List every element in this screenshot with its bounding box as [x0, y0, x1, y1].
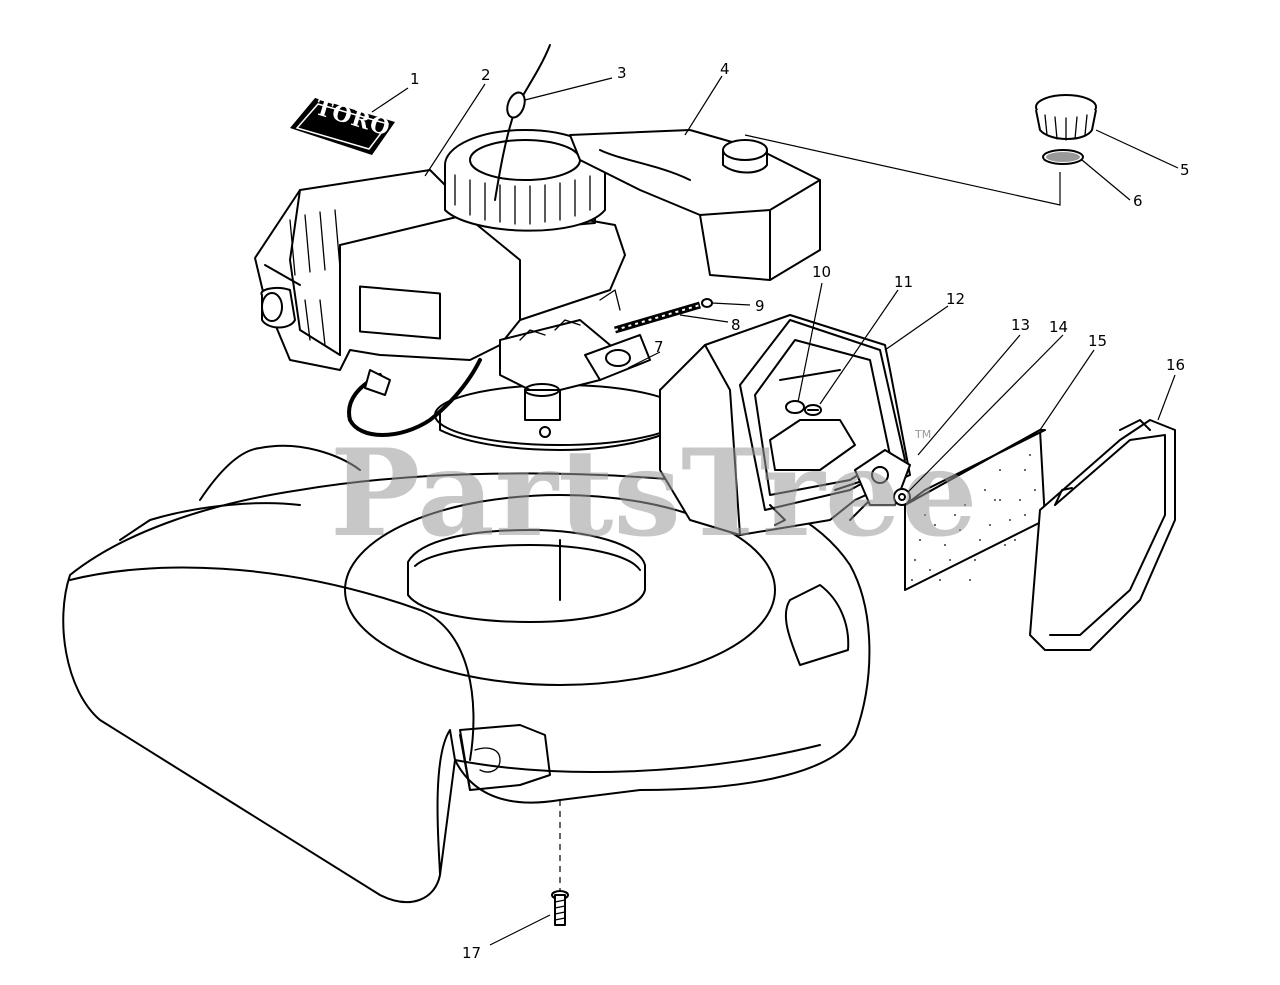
- air-cleaner-cover: [1029, 419, 1176, 651]
- callout-8: 8: [731, 316, 741, 334]
- engine: [254, 129, 626, 438]
- callout-7: 7: [654, 338, 664, 356]
- nut: [893, 488, 911, 506]
- leader-lines: [371, 75, 1179, 946]
- callout-17: 17: [462, 944, 481, 962]
- callout-4: 4: [720, 60, 730, 78]
- fuel-tank: [569, 129, 821, 281]
- fuel-cap-filter: [1042, 149, 1084, 165]
- callout-11: 11: [894, 273, 913, 291]
- watermark: PartsTree TM: [330, 423, 977, 564]
- fuel-line: [614, 301, 701, 334]
- air-cleaner-body: [659, 314, 911, 536]
- callout-10: 10: [812, 263, 831, 281]
- screw-10: [785, 400, 805, 414]
- callout-15: 15: [1088, 332, 1107, 350]
- screw-11: [804, 404, 822, 416]
- cooling-fins: [289, 209, 341, 346]
- carburetor: [499, 289, 621, 438]
- callout-9: 9: [755, 297, 765, 315]
- control-cable: [494, 44, 551, 201]
- toro-badge: TORO: [290, 94, 395, 155]
- callout-1: 1: [410, 70, 420, 88]
- callout-6: 6: [1133, 192, 1143, 210]
- mower-deck: [62, 444, 871, 904]
- callout-16: 16: [1166, 356, 1185, 374]
- fuel-cap-assembly-line: [744, 134, 1061, 206]
- bolt: [551, 890, 569, 926]
- callout-12: 12: [946, 290, 965, 308]
- watermark-trademark: TM: [914, 428, 931, 441]
- watermark-text: PartsTree: [330, 423, 977, 564]
- callout-5: 5: [1180, 161, 1190, 179]
- carburetor-gasket: [584, 334, 651, 381]
- fuel-cap: [1035, 94, 1097, 141]
- callout-14: 14: [1049, 318, 1068, 336]
- callout-2: 2: [481, 66, 491, 84]
- callout-3: 3: [617, 64, 627, 82]
- callout-numbers: 1 2 3 4 5 6 7 8 9 10 11 12 13 14 15 16 1…: [410, 60, 1190, 962]
- hose-clamp: [701, 298, 713, 308]
- callout-13: 13: [1011, 316, 1030, 334]
